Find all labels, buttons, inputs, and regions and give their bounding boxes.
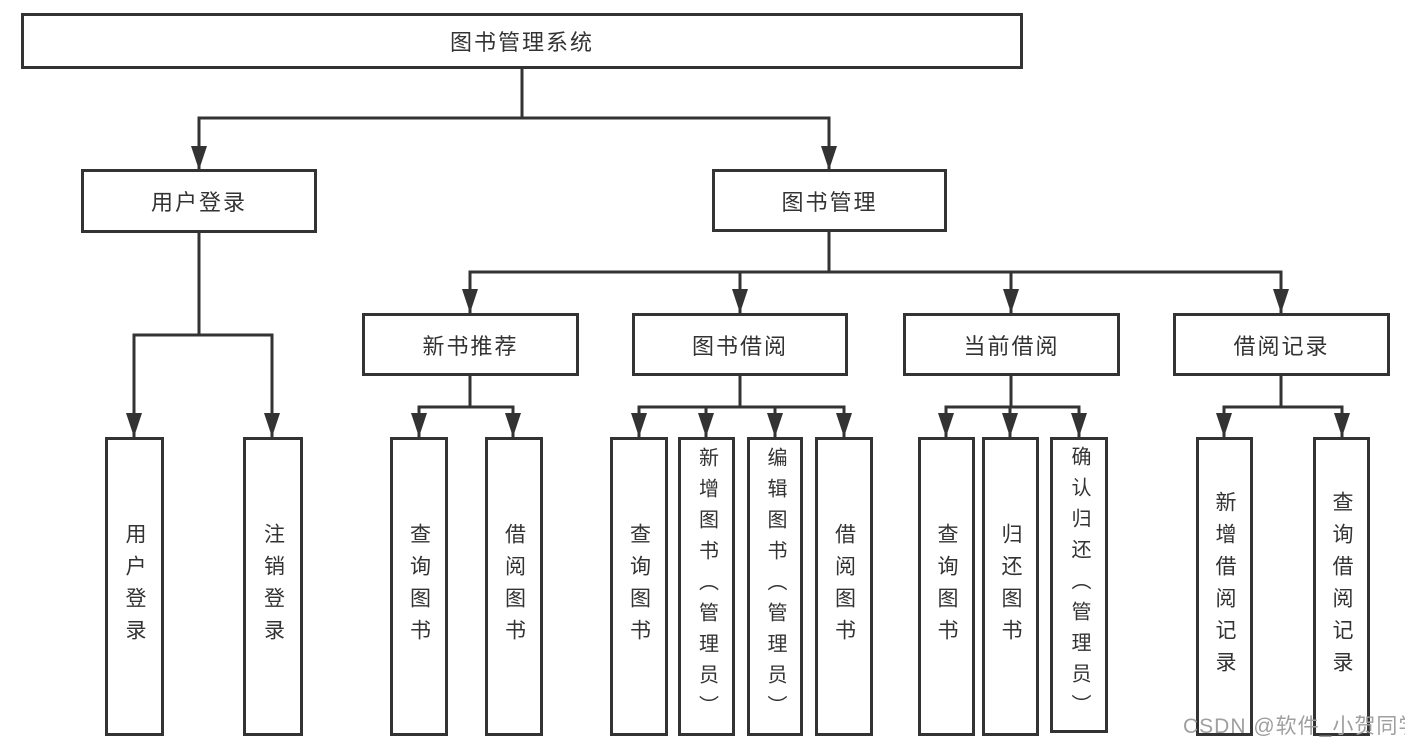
node-book-borrow: 图书借阅 <box>632 313 848 376</box>
leaf-nb-query-books: 查询图书 <box>390 437 448 736</box>
node-user-login: 用户登录 <box>81 169 317 233</box>
leaf-logout: 注销登录 <box>243 437 303 736</box>
leaf-cb-confirm-return-admin: 确认归还（管理员） <box>1050 437 1108 733</box>
leaf-user-login: 用户登录 <box>105 437 164 736</box>
leaf-bb-borrow-books: 借阅图书 <box>815 437 873 736</box>
leaf-bb-edit-books-admin: 编辑图书（管理员） <box>747 437 803 736</box>
node-current-borrow: 当前借阅 <box>903 313 1120 376</box>
node-borrow-record: 借阅记录 <box>1173 313 1390 376</box>
node-book-management: 图书管理 <box>712 169 947 232</box>
leaf-cb-query-books: 查询图书 <box>918 437 975 736</box>
leaf-bb-add-books-admin: 新增图书（管理员） <box>678 437 735 736</box>
leaf-cb-return-books: 归还图书 <box>982 437 1039 736</box>
node-new-book-recommend: 新书推荐 <box>362 313 579 376</box>
leaf-br-add-borrow-record: 新增借阅记录 <box>1196 437 1253 736</box>
node-root: 图书管理系统 <box>21 13 1023 69</box>
leaf-nb-borrow-books: 借阅图书 <box>485 437 543 736</box>
csdn-watermark: CSDN @软件_小贺同学 <box>1183 715 1405 738</box>
leaf-br-query-borrow-record: 查询借阅记录 <box>1313 437 1370 736</box>
leaf-bb-query-books: 查询图书 <box>610 437 668 736</box>
